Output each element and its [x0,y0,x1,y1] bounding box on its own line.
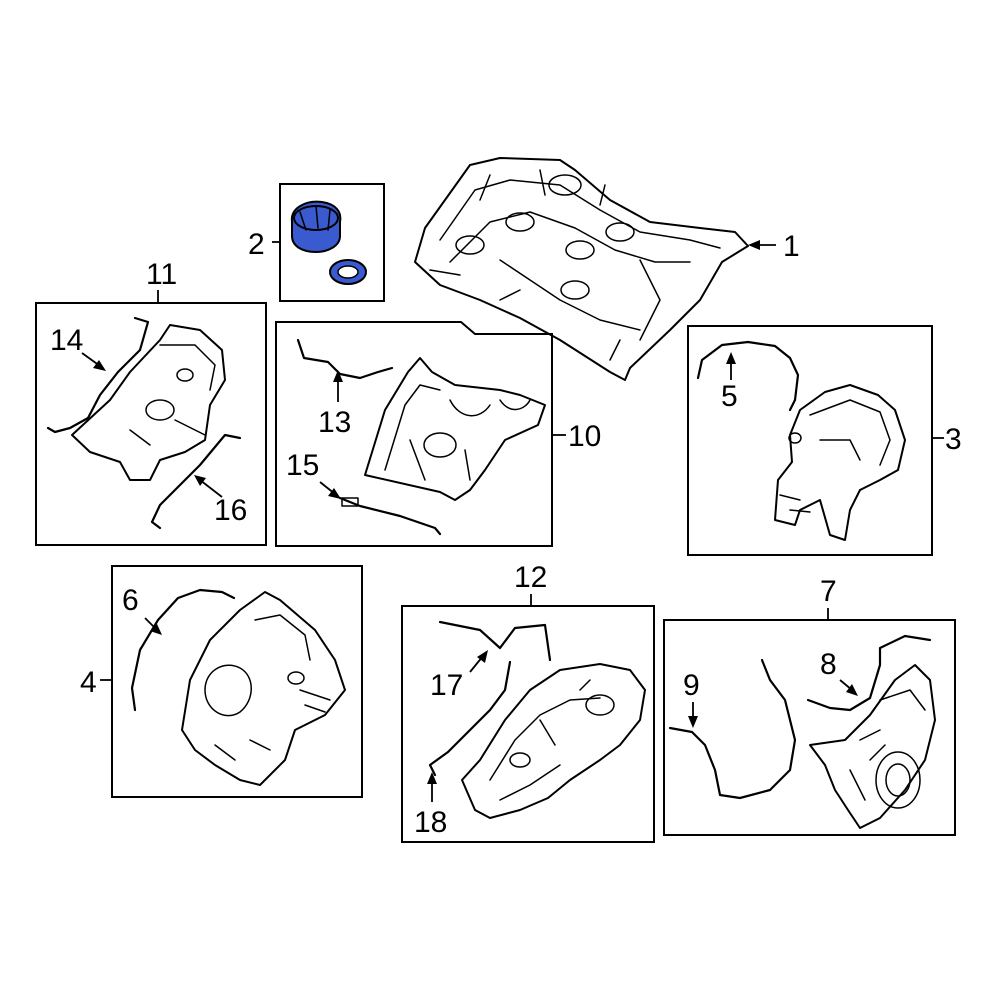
leader-15-arrowhead [328,488,341,499]
part-6-gasket[interactable] [130,588,236,712]
callout-18[interactable]: 18 [414,806,447,839]
leader-8-arrowhead [846,684,858,696]
leader-18-arrowhead [427,772,437,784]
part-1-cylinder-head-cover[interactable] [414,157,749,381]
callout-9[interactable]: 9 [683,669,700,702]
part-18-gasket[interactable] [428,660,512,777]
leader-6 [144,617,156,629]
box-part-4 [111,565,363,798]
callout-3[interactable]: 3 [945,423,962,456]
leader-16 [199,479,223,498]
leader-1-arrowhead [748,240,760,250]
callout-16[interactable]: 16 [214,494,247,527]
box-part-11 [35,302,267,546]
part-13-gasket[interactable] [296,338,394,380]
part-14-gasket[interactable] [46,316,150,434]
part-4-timing-cover[interactable] [181,591,346,786]
leader-13-arrowhead [333,370,343,382]
callout-6[interactable]: 6 [122,584,139,617]
callout-17[interactable]: 17 [430,669,463,702]
callout-12[interactable]: 12 [514,561,547,594]
box-part-10 [275,321,553,547]
part-2-oil-filler-cap[interactable] [290,200,367,285]
part-15-gasket[interactable] [338,496,442,536]
part-16-gasket[interactable] [150,433,242,530]
callout-4[interactable]: 4 [80,666,97,699]
leader-16-arrowhead [194,475,206,486]
leader-9-arrowhead [688,716,698,728]
callout-7[interactable]: 7 [820,575,837,608]
callout-5[interactable]: 5 [721,380,738,413]
part-10-timing-cover[interactable] [364,357,546,501]
part-12-timing-cover[interactable] [461,663,646,819]
leader-6-arrowhead [150,624,162,635]
box-part-12 [401,605,655,843]
part-17-gasket[interactable] [438,620,552,662]
callout-8[interactable]: 8 [820,648,837,681]
part-3-timing-cover[interactable] [774,384,906,541]
callout-2[interactable]: 2 [248,228,265,261]
callout-11[interactable]: 11 [146,258,177,291]
callout-10[interactable]: 10 [568,420,601,453]
callout-14[interactable]: 14 [50,324,83,357]
leader-5-arrowhead [726,352,736,364]
part-7-timing-cover[interactable] [809,664,936,829]
callout-1[interactable]: 1 [783,230,800,263]
leader-17-arrowhead [477,650,488,663]
box-part-3 [687,325,933,556]
part-11-timing-cover[interactable] [71,324,226,481]
leader-14-arrowhead [93,360,106,371]
part-9-gasket[interactable] [668,658,797,800]
box-part-7 [663,619,956,836]
part-8-gasket[interactable] [806,634,932,712]
callout-15[interactable]: 15 [286,449,319,482]
callout-13[interactable]: 13 [318,406,351,439]
part-5-gasket[interactable] [696,340,800,412]
